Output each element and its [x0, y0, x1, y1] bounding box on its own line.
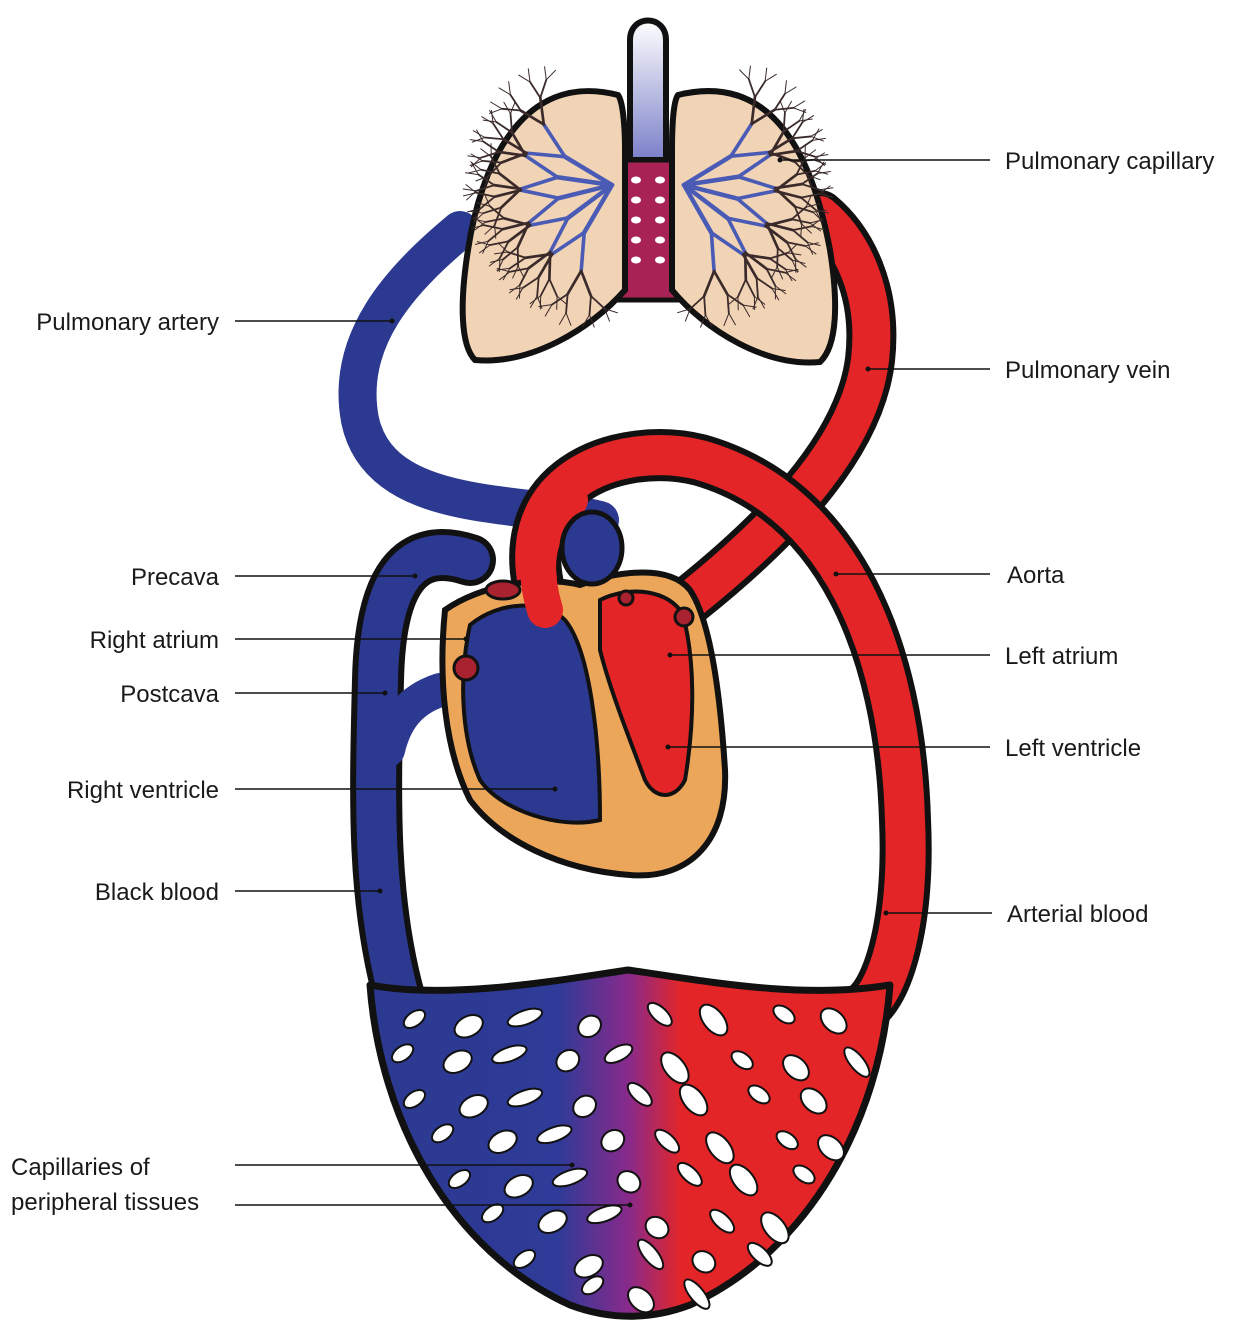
right-atrium-label: Right atrium — [90, 627, 219, 654]
pulmonary-vein-opening-2 — [619, 591, 633, 605]
bronchus-branch — [540, 80, 546, 98]
bronchus-branch — [509, 82, 511, 95]
lungs — [463, 21, 835, 363]
bronchus-branch — [545, 67, 547, 80]
bronchus-branch — [785, 101, 792, 112]
right-atrium-opening — [454, 656, 478, 680]
postcava-label: Postcava — [120, 681, 219, 708]
right-ventricle-label: Right ventricle — [67, 777, 219, 804]
pulmonary-vein-label: Pulmonary vein — [1005, 357, 1170, 384]
label-right-atrium: Right atrium — [90, 627, 469, 654]
bronchus-branch — [812, 138, 825, 140]
bronchus-branch — [780, 101, 785, 113]
bronchus-branch — [465, 173, 478, 175]
bronchus-branch — [740, 70, 749, 79]
pulmonary-capillary-label: Pulmonary capillary — [1005, 148, 1214, 175]
bronchus-branch — [793, 101, 804, 108]
precava-opening — [486, 581, 520, 599]
bronchus-branch — [528, 69, 530, 82]
label-pulmonary-capillary: Pulmonary capillary — [778, 148, 1215, 175]
pulmonary-trunk — [562, 512, 622, 584]
trachea — [630, 21, 666, 161]
label-pulmonary-artery: Pulmonary artery — [36, 309, 394, 336]
bronchus-branch — [468, 170, 481, 173]
bronchus-branch — [797, 140, 813, 151]
bronchus-branch — [510, 101, 515, 113]
aorta-label: Aorta — [1007, 562, 1065, 589]
bronchus-branch — [530, 82, 540, 98]
bronchus-branch — [463, 193, 476, 196]
peripheral-capillary-bed — [370, 970, 890, 1317]
bronchus-branch — [491, 102, 502, 109]
bronchus-branch — [466, 185, 476, 193]
black-blood-label: Black blood — [95, 879, 219, 906]
left-ventricle-label: Left ventricle — [1005, 735, 1141, 762]
pulmonary-vein-opening — [675, 608, 693, 626]
pulmonary-artery-label: Pulmonary artery — [36, 309, 219, 336]
label-pulmonary-vein: Pulmonary vein — [866, 357, 1171, 384]
bronchus-branch — [765, 74, 776, 81]
label-black-blood: Black blood — [95, 879, 383, 906]
bronchus-branch — [815, 163, 826, 171]
precava-label: Precava — [131, 564, 220, 591]
left-atrium-label: Left atrium — [1005, 643, 1118, 670]
bronchus-branch — [755, 81, 765, 97]
bronchus-branch — [546, 70, 555, 79]
capillaries-label-line2: peripheral tissues — [11, 1189, 199, 1216]
bronchus-branch — [499, 88, 510, 95]
bronchus-branch — [510, 95, 520, 111]
label-postcava: Postcava — [120, 681, 387, 708]
bronchus-branch — [785, 87, 796, 94]
bronchus-branch — [765, 68, 767, 81]
bronchus-branch — [785, 81, 787, 94]
bronchus-branch — [775, 94, 785, 110]
bronchus-branch — [470, 140, 483, 142]
bronchus-branch — [792, 136, 811, 138]
bronchus-branch — [485, 138, 504, 140]
bronchus-branch — [749, 79, 755, 97]
arterial-blood-label: Arterial blood — [1007, 901, 1148, 928]
bronchus-branch — [467, 191, 477, 200]
capillaries-label-line1: Capillaries of — [11, 1154, 150, 1181]
bronchus-branch — [749, 66, 751, 79]
bronchus-branch — [519, 75, 530, 82]
bronchus-branch — [504, 102, 511, 113]
